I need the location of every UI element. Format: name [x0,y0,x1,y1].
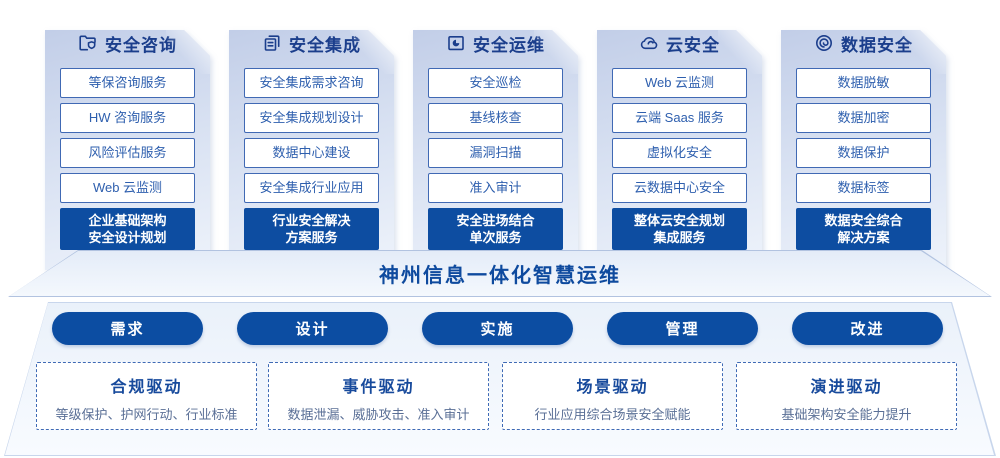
banner-title: 神州信息一体化智慧运维 [379,265,621,287]
solution-box: 行业安全解决 方案服务 [244,208,379,250]
service-item: 风险评估服务 [60,138,195,168]
copy-documents-icon [262,33,282,53]
data-spiral-icon [814,33,834,53]
service-item: 虚拟化安全 [612,138,747,168]
driver-title: 事件驱动 [342,379,415,396]
driver-scenario: 场景驱动 行业应用综合场景安全赋能 [502,362,723,430]
service-item: 数据保护 [796,138,931,168]
card-title: 安全咨询 [105,35,177,55]
process-step-requirement: 需求 [52,312,203,345]
monitor-clock-icon [446,33,466,53]
process-step-implementation: 实施 [422,312,573,345]
card-title: 安全集成 [289,35,361,55]
cloud-icon [639,33,659,53]
service-item: 数据标签 [796,173,931,203]
driver-title: 演进驱动 [810,379,883,396]
driver-desc: 行业应用综合场景安全赋能 [534,407,691,422]
service-item: Web 云监测 [60,173,195,203]
platform-banner: 神州信息一体化智慧运维 [8,250,992,297]
service-item: Web 云监测 [612,68,747,98]
card-header: 安全集成 [229,30,394,56]
solution-box: 数据安全综合 解决方案 [796,208,931,250]
service-item: 数据中心建设 [244,138,379,168]
process-step-improvement: 改进 [792,312,943,345]
solution-box: 企业基础架构 安全设计规划 [60,208,195,250]
driver-compliance: 合规驱动 等级保护、护网行动、行业标准 [36,362,257,430]
service-item: 云端 Saas 服务 [612,103,747,133]
folder-shield-icon [78,33,98,53]
driver-evolution: 演进驱动 基础架构安全能力提升 [736,362,957,430]
card-title: 云安全 [666,35,720,55]
card-header: 安全运维 [413,30,578,56]
service-item: HW 咨询服务 [60,103,195,133]
service-item: 准入审计 [428,173,563,203]
service-item: 数据脱敏 [796,68,931,98]
card-data-security: 数据安全 数据脱敏 数据加密 数据保护 数据标签 数据安全综合 解决方案 [781,30,946,270]
card-header: 安全咨询 [45,30,210,56]
process-step-management: 管理 [607,312,758,345]
card-title: 安全运维 [473,35,545,55]
driver-desc: 数据泄漏、威胁攻击、准入审计 [287,407,470,422]
card-security-operations: 安全运维 安全巡检 基线核查 漏洞扫描 准入审计 安全驻场结合 单次服务 [413,30,578,270]
card-security-integration: 安全集成 安全集成需求咨询 安全集成规划设计 数据中心建设 安全集成行业应用 行… [229,30,394,270]
service-item: 安全集成行业应用 [244,173,379,203]
service-item: 云数据中心安全 [612,173,747,203]
service-item: 安全集成需求咨询 [244,68,379,98]
service-item: 安全巡检 [428,68,563,98]
service-item: 安全集成规划设计 [244,103,379,133]
card-cloud-security: 云安全 Web 云监测 云端 Saas 服务 虚拟化安全 云数据中心安全 整体云… [597,30,762,270]
service-item: 漏洞扫描 [428,138,563,168]
driver-desc: 等级保护、护网行动、行业标准 [55,407,238,422]
service-item: 基线核查 [428,103,563,133]
driver-incident: 事件驱动 数据泄漏、威胁攻击、准入审计 [268,362,489,430]
card-security-consulting: 安全咨询 等保咨询服务 HW 咨询服务 风险评估服务 Web 云监测 企业基础架… [45,30,210,270]
card-header: 云安全 [597,30,762,56]
service-item: 数据加密 [796,103,931,133]
service-item: 等保咨询服务 [60,68,195,98]
solution-box: 安全驻场结合 单次服务 [428,208,563,250]
driver-title: 合规驱动 [110,379,183,396]
card-header: 数据安全 [781,30,946,56]
solution-box: 整体云安全规划 集成服务 [612,208,747,250]
driver-title: 场景驱动 [576,379,649,396]
driver-desc: 基础架构安全能力提升 [781,407,912,422]
card-title: 数据安全 [841,35,913,55]
process-step-design: 设计 [237,312,388,345]
